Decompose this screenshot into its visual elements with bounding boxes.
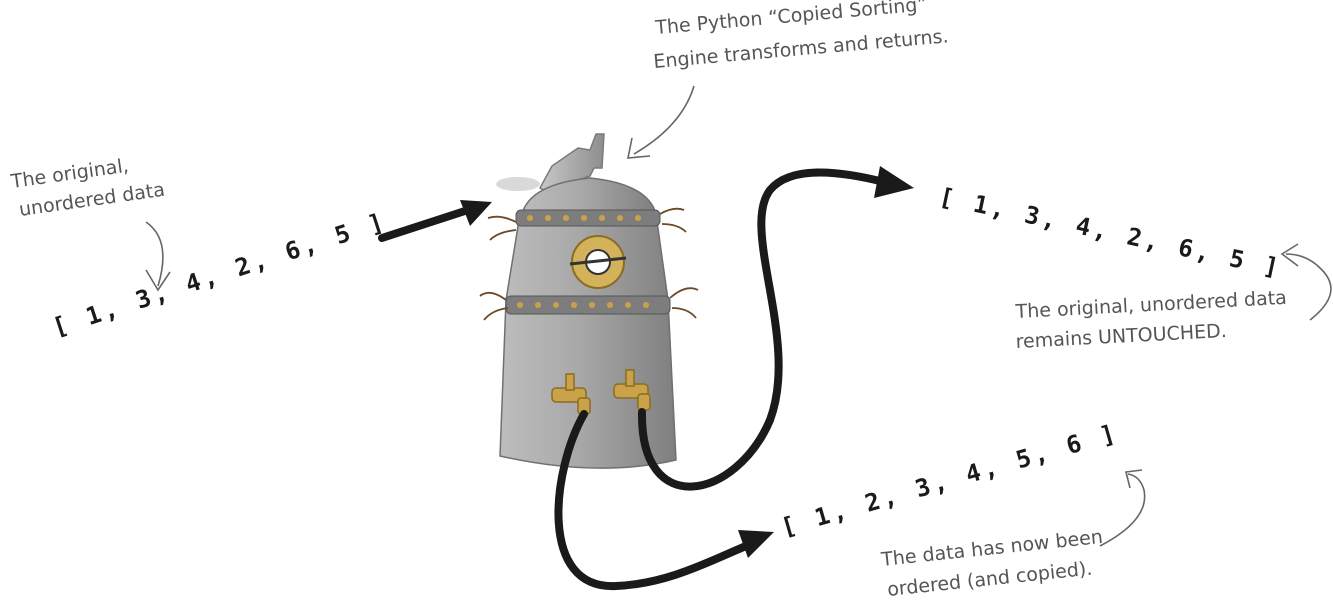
porthole-window (570, 236, 626, 288)
input-list: [ 1, 3, 4, 2, 6, 5 ] (49, 207, 390, 341)
untouched-annotation: The original, unordered data remains UNT… (1014, 244, 1331, 353)
sorted-list: [ 1, 2, 3, 4, 5, 6 ] (778, 419, 1121, 542)
engine-annotation: The Python “Copied Sorting” Engine trans… (628, 0, 949, 158)
sorting-engine (480, 134, 698, 468)
input-arrow (382, 200, 492, 238)
untouched-list: [ 1, 3, 4, 2, 6, 5 ] (937, 182, 1284, 282)
untouched-annotation-line1: The original, unordered data (1014, 287, 1287, 323)
untouched-annotation-line2: remains UNTOUCHED. (1015, 320, 1227, 353)
untouched-pointer (1286, 254, 1331, 320)
engine-pointer (634, 86, 694, 154)
original-pointer (146, 222, 163, 286)
untouched-output-arrow (642, 166, 914, 487)
ordered-pointer (1100, 474, 1145, 546)
steam-puff (496, 177, 540, 191)
original-annotation: The original, unordered data (9, 155, 170, 290)
